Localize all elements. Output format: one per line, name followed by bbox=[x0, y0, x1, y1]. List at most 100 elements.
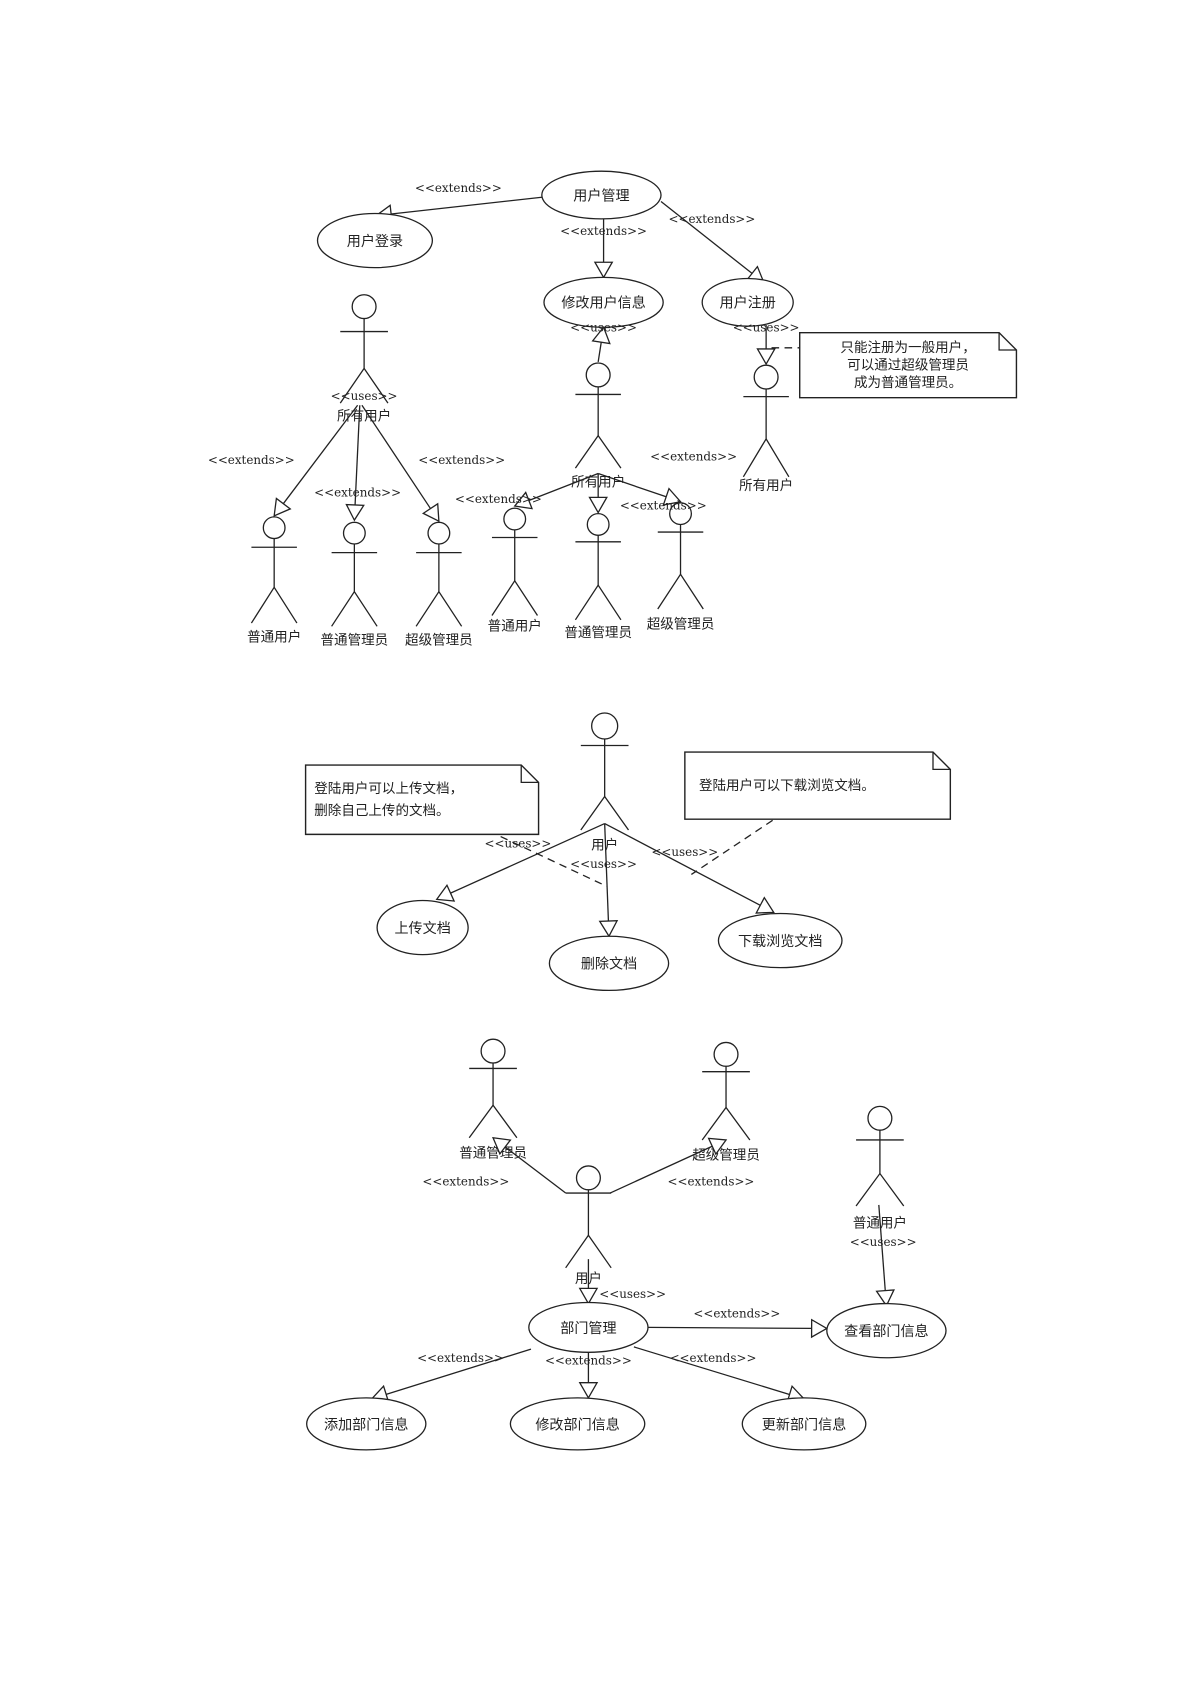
actor[interactable]: 用户 bbox=[580, 712, 630, 854]
relationship-arrow bbox=[345, 405, 365, 522]
hollow-triangle-arrowhead-icon bbox=[591, 325, 611, 345]
actor-label: 所有用户 bbox=[337, 407, 391, 424]
use-case[interactable]: 添加部门信息 bbox=[306, 1397, 427, 1451]
relationship-arrow bbox=[597, 472, 682, 506]
actor-legs bbox=[742, 437, 790, 478]
stereotype-label: <<extends>> bbox=[670, 1351, 757, 1365]
relationship-arrow bbox=[593, 218, 614, 279]
use-case-ellipse bbox=[306, 1397, 427, 1451]
note[interactable]: 登陆用户可以上传文档，删除自己上传的文档。 bbox=[304, 764, 540, 836]
hollow-triangle-arrowhead-icon bbox=[578, 1382, 599, 1400]
actor[interactable]: 超级管理员 bbox=[405, 521, 473, 649]
use-case[interactable]: 上传文档 bbox=[376, 899, 469, 956]
stereotype-label: <<extends>> bbox=[545, 1353, 632, 1367]
stereotype-label: <<extends>> bbox=[418, 453, 505, 467]
relationship-arrow bbox=[588, 473, 608, 514]
actor-head bbox=[713, 1041, 739, 1067]
stereotype-label: <<uses>> bbox=[570, 321, 637, 335]
use-case[interactable]: 查看部门信息 bbox=[826, 1302, 947, 1359]
actor-head bbox=[575, 1165, 601, 1191]
hollow-triangle-arrowhead-icon bbox=[593, 261, 614, 279]
use-case[interactable]: 修改部门信息 bbox=[509, 1397, 646, 1451]
stereotype-label: <<extends>> bbox=[455, 492, 542, 506]
use-case-label: 查看部门信息 bbox=[844, 1323, 928, 1340]
use-case-label: 上传文档 bbox=[394, 921, 450, 937]
note-text: 登陆用户可以上传文档， bbox=[314, 780, 463, 797]
use-case-ellipse bbox=[509, 1397, 646, 1451]
actor[interactable]: 普通用户 bbox=[488, 507, 542, 635]
actor-head bbox=[867, 1105, 893, 1131]
stereotype-label: <<extends>> bbox=[620, 498, 707, 512]
hollow-triangle-arrowhead-icon bbox=[492, 1136, 512, 1156]
actor[interactable]: 普通管理员 bbox=[321, 521, 389, 649]
stereotype-label: <<uses>> bbox=[850, 1235, 917, 1249]
use-case-ellipse bbox=[316, 212, 434, 269]
stereotype-label: <<uses>> bbox=[599, 1287, 666, 1301]
actor[interactable]: 所有用户 bbox=[739, 364, 793, 494]
note[interactable]: 登陆用户可以下载浏览文档。 bbox=[684, 751, 952, 820]
hollow-triangle-arrowhead-icon bbox=[875, 1289, 895, 1308]
actor-head bbox=[262, 516, 286, 540]
actor-head bbox=[586, 512, 610, 536]
use-case-label: 添加部门信息 bbox=[324, 1416, 408, 1433]
use-case-label: 用户登录 bbox=[347, 233, 403, 250]
use-case[interactable]: 修改用户信息 bbox=[543, 276, 664, 328]
hollow-triangle-arrowhead-icon bbox=[345, 503, 365, 522]
hollow-triangle-arrowhead-icon bbox=[273, 497, 292, 517]
actor-label: 超级管理员 bbox=[647, 616, 715, 632]
actor-legs bbox=[415, 590, 463, 627]
relationship-arrow bbox=[598, 823, 619, 938]
relationship-arrow bbox=[875, 1204, 895, 1308]
hollow-triangle-arrowhead-icon bbox=[421, 502, 440, 523]
actor[interactable]: 普通管理员 bbox=[459, 1038, 527, 1161]
hollow-triangle-arrowhead-icon bbox=[513, 491, 534, 510]
actor-legs bbox=[250, 586, 298, 624]
use-case[interactable]: 更新部门信息 bbox=[741, 1397, 867, 1451]
stereotype-label: <<extends>> bbox=[650, 450, 737, 464]
stereotype-label: <<uses>> bbox=[485, 836, 552, 850]
use-case[interactable]: 用户登录 bbox=[316, 212, 434, 269]
stereotype-label: <<extends>> bbox=[693, 1307, 780, 1321]
actor[interactable]: 普通用户 bbox=[247, 516, 301, 646]
hollow-triangle-arrowhead-icon bbox=[707, 1137, 728, 1156]
actor-head bbox=[753, 364, 779, 390]
relationship-arrow bbox=[609, 1137, 728, 1194]
use-case[interactable]: 用户注册 bbox=[701, 277, 794, 327]
actor[interactable]: 普通管理员 bbox=[564, 512, 632, 642]
actor-head bbox=[585, 362, 611, 388]
stereotype-label: <<extends>> bbox=[668, 212, 755, 226]
actor-label: 普通管理员 bbox=[321, 633, 389, 649]
hollow-triangle-arrowhead-icon bbox=[598, 920, 619, 938]
use-case[interactable]: 删除文档 bbox=[548, 935, 670, 992]
actor[interactable]: 超级管理员 bbox=[647, 502, 715, 633]
hollow-triangle-arrowhead-icon bbox=[588, 496, 608, 514]
relationship-arrow bbox=[648, 1318, 829, 1339]
actor-legs bbox=[580, 795, 630, 831]
actor-legs bbox=[574, 583, 622, 621]
actor[interactable]: 所有用户 bbox=[571, 362, 625, 491]
actor-legs bbox=[701, 1106, 751, 1141]
relationship-arrow bbox=[756, 325, 776, 366]
use-case[interactable]: 下载浏览文档 bbox=[717, 912, 843, 969]
actor[interactable]: 所有用户 bbox=[337, 294, 391, 425]
actor-legs bbox=[491, 579, 539, 616]
use-case-label: 修改部门信息 bbox=[535, 1416, 619, 1433]
use-case[interactable]: 用户管理 bbox=[541, 170, 662, 220]
relationship-arrow bbox=[273, 404, 359, 517]
use-case-ellipse bbox=[826, 1302, 947, 1359]
stereotype-label: <<uses>> bbox=[331, 389, 398, 403]
use-case-label: 用户注册 bbox=[720, 295, 776, 312]
actor-legs bbox=[468, 1104, 518, 1139]
actor[interactable]: 超级管理员 bbox=[692, 1041, 760, 1163]
note-text: 可以通过超级管理员 bbox=[847, 358, 969, 374]
actor-head bbox=[427, 521, 451, 545]
stereotype-label: <<extends>> bbox=[208, 453, 295, 467]
note-box bbox=[799, 331, 1018, 399]
use-case[interactable]: 部门管理 bbox=[528, 1301, 649, 1353]
use-case-ellipse bbox=[541, 170, 662, 220]
note-text: 成为普通管理员。 bbox=[854, 375, 962, 391]
relationship-arrow bbox=[492, 1136, 567, 1194]
use-case-ellipse bbox=[741, 1397, 867, 1451]
